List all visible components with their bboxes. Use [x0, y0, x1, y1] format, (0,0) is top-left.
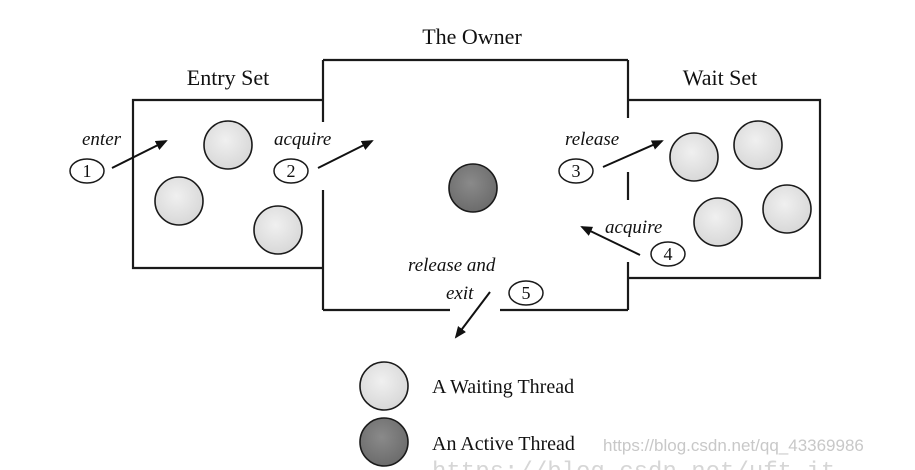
- step-release-exit: release and exit 5: [408, 255, 544, 339]
- waiting-thread: [203, 120, 253, 170]
- waiting-thread: [762, 184, 812, 234]
- step-4-number: 4: [664, 244, 673, 264]
- step-5-number: 5: [522, 283, 531, 303]
- legend-active-label: An Active Thread: [432, 433, 575, 455]
- owner-box: [321, 58, 630, 312]
- step-4-label: acquire: [605, 217, 662, 238]
- wait-set-threads: [669, 120, 812, 247]
- legend-active-swatch: [359, 417, 409, 467]
- step-3-number: 3: [572, 161, 581, 181]
- watermark-url-large: https://blog.csdn.net/uft.it: [432, 459, 835, 470]
- waiting-thread: [154, 176, 204, 226]
- step-5-label-line1: release and: [408, 255, 496, 276]
- legend: A Waiting Thread An Active Thread: [359, 361, 575, 467]
- step-2-number: 2: [287, 161, 296, 181]
- release-arrow: [602, 140, 664, 168]
- step-5-badge: [508, 280, 544, 306]
- wait-set-label: Wait Set: [683, 65, 758, 90]
- entry-set-threads: [154, 120, 303, 255]
- step-5-label-line2: exit: [446, 283, 474, 304]
- step-2-badge: [273, 158, 309, 184]
- waiting-thread: [693, 197, 743, 247]
- acquire-arrow-entry: [317, 140, 374, 169]
- entry-set-box: [131, 98, 323, 270]
- legend-waiting-swatch: [359, 361, 409, 411]
- step-1-number: 1: [83, 161, 92, 181]
- step-acquire-entry: acquire 2: [273, 129, 374, 184]
- step-1-badge: [69, 158, 105, 184]
- waiting-thread: [733, 120, 783, 170]
- step-3-label: release: [565, 129, 619, 150]
- step-4-badge: [650, 241, 686, 267]
- entry-set-label: Entry Set: [187, 65, 270, 90]
- legend-waiting-label: A Waiting Thread: [432, 376, 574, 398]
- step-acquire-wait: acquire 4: [580, 217, 686, 267]
- waiting-thread: [669, 132, 719, 182]
- waiting-thread: [253, 205, 303, 255]
- step-1-label: enter: [82, 129, 122, 150]
- owner-label: The Owner: [422, 24, 522, 49]
- wait-set-box: [628, 98, 822, 280]
- watermark-url: https://blog.csdn.net/qq_43369986: [603, 436, 864, 455]
- active-thread: [448, 163, 498, 213]
- step-release: release 3: [558, 129, 664, 184]
- exit-arrow: [454, 291, 491, 339]
- step-enter: enter 1: [69, 129, 168, 184]
- enter-arrow: [111, 140, 168, 169]
- step-3-badge: [558, 158, 594, 184]
- step-2-label: acquire: [274, 129, 331, 150]
- acquire-arrow-wait: [580, 226, 641, 256]
